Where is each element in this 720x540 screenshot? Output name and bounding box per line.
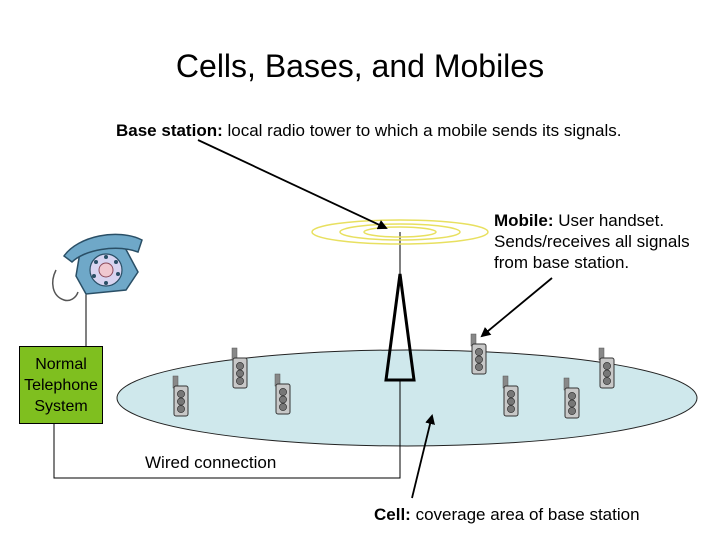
telephone-system-line-2: Telephone bbox=[24, 376, 98, 394]
arrow-to-base-station bbox=[197, 139, 388, 230]
wired-connection-label: Wired connection bbox=[145, 453, 277, 472]
telephone-icon bbox=[51, 233, 143, 302]
page-title: Cells, Bases, and Mobiles bbox=[175, 48, 545, 84]
telephone-system-line-3: System bbox=[34, 397, 88, 415]
mobile-line-1: User handset. bbox=[553, 211, 665, 230]
cell-coverage-area bbox=[116, 349, 698, 447]
mobile-line-3: from base station. bbox=[494, 253, 630, 272]
radio-tower-icon bbox=[311, 219, 489, 382]
mobile-term: Mobile: bbox=[494, 211, 554, 230]
telephone-system-line-1: Normal bbox=[35, 355, 87, 373]
mobile-label: Mobile: User handset. Sends/receives all… bbox=[494, 210, 690, 273]
mobile-handset-icon bbox=[470, 333, 487, 375]
base-station-description: local radio tower to which a mobile send… bbox=[227, 121, 622, 140]
arrow-to-mobile bbox=[480, 277, 553, 338]
arrow-to-cell bbox=[411, 414, 435, 499]
cell-label: Cell: coverage area of base station bbox=[374, 504, 640, 525]
base-station-term: Base station: bbox=[116, 121, 223, 140]
telephone-system-box: Normal Telephone System bbox=[19, 346, 103, 424]
base-station-label: Base station: local radio tower to which… bbox=[116, 120, 622, 141]
wired-connection-line bbox=[53, 380, 401, 479]
mobile-line-2: Sends/receives all signals bbox=[494, 232, 690, 251]
mobile-handset-icon bbox=[231, 347, 248, 389]
cell-term: Cell: bbox=[374, 505, 411, 524]
mobile-handset-icon bbox=[598, 347, 615, 389]
cell-description: coverage area of base station bbox=[410, 505, 640, 524]
